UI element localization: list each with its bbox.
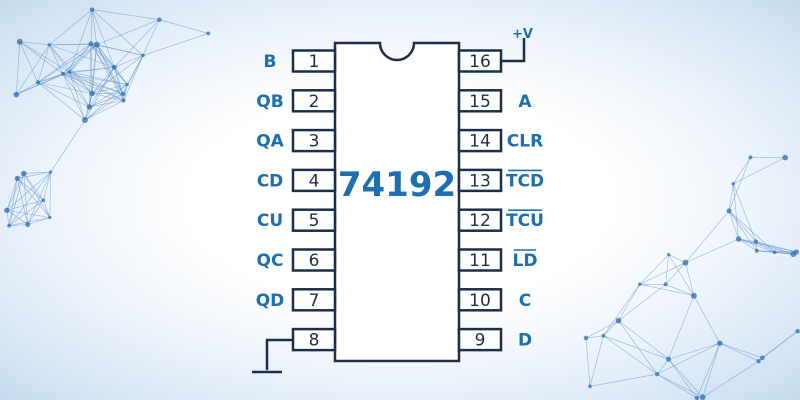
pin-number: 6 (309, 251, 320, 271)
pin-3: 3 QA (256, 128, 337, 153)
pin-label: C (519, 291, 531, 311)
pin-5: 5 CU (257, 208, 337, 232)
pin-number: 14 (469, 132, 491, 152)
pin-13: 13 TCD (457, 168, 544, 193)
pin-box (457, 168, 503, 193)
pin-label: CD (257, 171, 284, 191)
pin-number: 5 (309, 211, 320, 231)
pin-number: 7 (309, 291, 320, 311)
pin-15: 15 A (457, 89, 532, 113)
pin-16: 16 (457, 49, 503, 73)
pin-number: 8 (309, 331, 320, 351)
pin-label: QB (256, 92, 283, 112)
pin-box (291, 168, 337, 193)
pin-number: 2 (309, 92, 320, 112)
pin-box (291, 248, 337, 272)
pin-box (291, 288, 337, 312)
pin-7: 7 QD (256, 288, 337, 312)
pin-11: 11 LD (457, 248, 538, 272)
pin-box (457, 208, 503, 232)
pin-box (291, 89, 337, 113)
pin-label: QD (256, 291, 285, 311)
pin-box (457, 248, 503, 272)
pin-2: 2 QB (256, 89, 337, 113)
pin-10: 10 C (457, 288, 531, 312)
pin-box (291, 128, 337, 153)
pin-number: 16 (469, 52, 491, 72)
pin-6: 6 QC (257, 248, 337, 272)
pin-number: 13 (469, 171, 491, 191)
pin-label: B (264, 52, 277, 72)
pin-label: A (518, 92, 532, 112)
pin-number: 4 (309, 171, 320, 191)
pin-label: TCD (506, 171, 544, 191)
pin-box (457, 128, 503, 153)
pin-box (457, 49, 503, 73)
pin-label: CU (257, 211, 283, 231)
pin-12: 12 TCU (457, 208, 544, 232)
pin-box (457, 89, 503, 113)
pin-number: 10 (469, 291, 491, 311)
pin-4: 4 CD (257, 168, 337, 193)
pin-number: 9 (475, 331, 486, 351)
pin-box (291, 49, 337, 73)
chip-body (333, 41, 461, 363)
pin-number: 1 (309, 52, 320, 72)
pin-number: 3 (309, 132, 320, 152)
pin-label: CLR (507, 132, 543, 152)
pin-number: 12 (469, 211, 491, 231)
pin-box (457, 327, 503, 352)
ground-wire (265, 338, 293, 370)
vcc-label: +V (512, 27, 533, 42)
pin-label: LD (513, 251, 538, 271)
pin-number: 15 (469, 92, 491, 112)
pin-label: D (518, 331, 532, 351)
chip-name: 74192 (338, 165, 456, 205)
pin-label: QA (256, 132, 284, 152)
pin-label: TCU (506, 211, 544, 231)
pin-8: 8 (291, 327, 337, 352)
pin-box (457, 288, 503, 312)
pin-1: 1B (264, 49, 337, 73)
vcc-wire (502, 38, 526, 63)
pin-box (291, 208, 337, 232)
pin-label: QC (257, 251, 284, 271)
pin-14: 14 CLR (457, 128, 543, 153)
pin-box (291, 327, 337, 352)
network-decoration-left (4, 7, 211, 228)
network-decoration-right (583, 154, 800, 400)
pin-number: 11 (469, 251, 491, 271)
